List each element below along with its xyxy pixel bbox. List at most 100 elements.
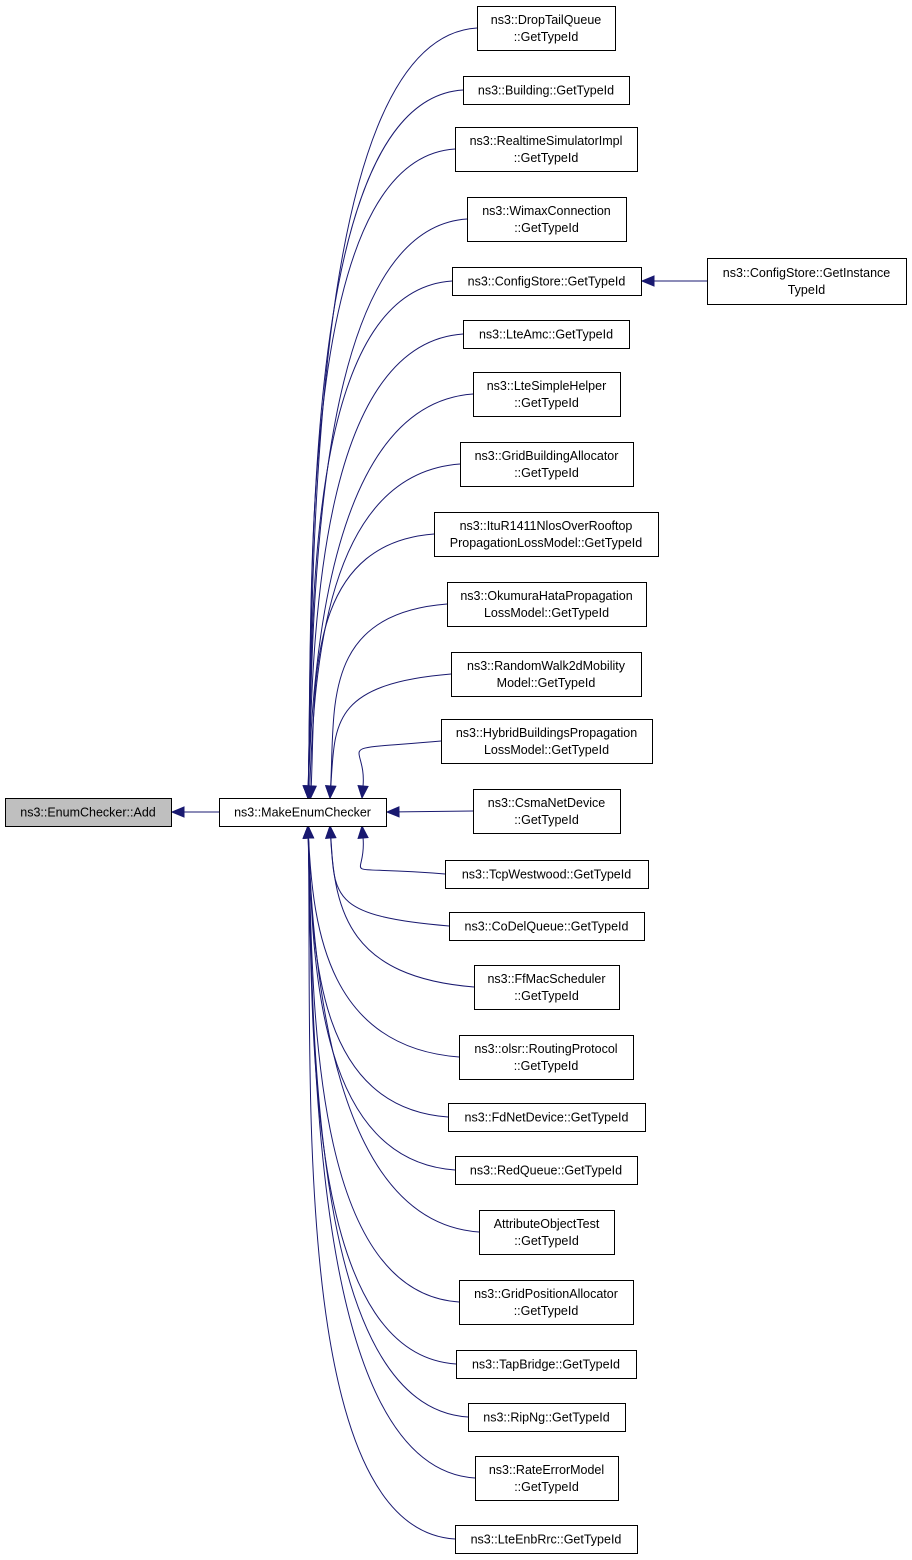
caller-node-ltesimplehelper[interactable]: ns3::LteSimpleHelper::GetTypeId (473, 372, 621, 417)
edge-ltesimplehelper (307, 393, 474, 787)
caller-node-attributeobjecttest-label-line-1: AttributeObjectTest (494, 1217, 600, 1231)
caller-node-tcpwestwood-label-line-1: ns3::TcpWestwood::GetTypeId (462, 868, 631, 882)
caller-node-droptailqueue[interactable]: ns3::DropTailQueue::GetTypeId (477, 6, 616, 51)
hub-node-makeenumchecker-box (219, 798, 387, 827)
caller-node-lteenbrrc-label-line-1: ns3::LteEnbRrc::GetTypeId (471, 1533, 622, 1547)
caller-node-codelqueue-box (449, 912, 645, 941)
caller-node-ffmacscheduler-box (474, 965, 620, 1010)
caller-node-ripng-label-line-1: ns3::RipNg::GetTypeId (483, 1411, 610, 1425)
caller-node-wimaxconnection[interactable]: ns3::WimaxConnection::GetTypeId (467, 197, 627, 242)
arrow-randomwalk2d (325, 785, 337, 800)
edge-building (307, 89, 464, 787)
caller-node-gridpositionallocator-label-line-1: ns3::GridPositionAllocator (474, 1287, 618, 1301)
root-node-enumchecker-add-label-line-1: ns3::EnumChecker::Add (20, 806, 156, 820)
arrow-csmanetdevice (385, 806, 400, 818)
caller-node-ffmacscheduler[interactable]: ns3::FfMacScheduler::GetTypeId (474, 965, 620, 1010)
caller-node-codelqueue-label-line-1: ns3::CoDelQueue::GetTypeId (465, 920, 629, 934)
caller-node-csmanetdevice[interactable]: ns3::CsmaNetDevice::GetTypeId (473, 789, 621, 834)
caller-node-randomwalk2d-label-line-2: Model::GetTypeId (497, 676, 596, 690)
caller-node-realtimesimulatorimpl[interactable]: ns3::RealtimeSimulatorImpl::GetTypeId (455, 127, 638, 172)
caller-node-rateerrormodel-box (475, 1456, 619, 1501)
caller-node-randomwalk2d-label-line-1: ns3::RandomWalk2dMobility (467, 659, 626, 673)
arrow-tcpwestwood (357, 824, 369, 839)
caller-node-okumurahata[interactable]: ns3::OkumuraHataPropagationLossModel::Ge… (447, 582, 647, 627)
caller-node-gridbuildingallocator-label-line-1: ns3::GridBuildingAllocator (475, 449, 619, 463)
caller-node-gridbuildingallocator[interactable]: ns3::GridBuildingAllocator::GetTypeId (460, 442, 634, 487)
caller-node-hybridbuildings-box (441, 719, 653, 764)
caller-node-ffmacscheduler-label-line-1: ns3::FfMacScheduler (487, 972, 605, 986)
caller-node-itur1411-box (434, 512, 659, 557)
edge-gridbuildingallocator (309, 463, 461, 787)
caller-node-building[interactable]: ns3::Building::GetTypeId (463, 76, 630, 105)
caller-node-redqueue[interactable]: ns3::RedQueue::GetTypeId (455, 1156, 638, 1185)
caller-node-randomwalk2d[interactable]: ns3::RandomWalk2dMobilityModel::GetTypeI… (451, 652, 642, 697)
edge-randomwalk2d (330, 673, 452, 787)
caller-node-tcpwestwood-box (445, 860, 649, 889)
caller-node-rateerrormodel-label-line-2: ::GetTypeId (514, 1480, 579, 1494)
edge-ffmacscheduler (330, 837, 475, 988)
edge-realtimesimulatorimpl (307, 148, 456, 787)
caller-node-fdnetdevice-box (448, 1103, 646, 1132)
edges-layer (170, 27, 707, 1540)
edge-lteamc (307, 333, 464, 787)
edge-lteenbrrc (307, 837, 456, 1540)
edge-rateerrormodel (307, 837, 476, 1479)
edge-itur1411 (310, 533, 435, 787)
caller-node-ripng[interactable]: ns3::RipNg::GetTypeId (468, 1403, 626, 1432)
caller-node-lteenbrrc-box (455, 1525, 638, 1554)
caller-node-olsrroutingprotocol-label-line-1: ns3::olsr::RoutingProtocol (474, 1042, 617, 1056)
caller-node-tapbridge-box (456, 1350, 637, 1379)
caller-node-csmanetdevice-label-line-1: ns3::CsmaNetDevice (488, 796, 605, 810)
caller-node-droptailqueue-label-line-1: ns3::DropTailQueue (491, 13, 602, 27)
caller-node-configstore-box (452, 267, 642, 296)
caller-node-rateerrormodel[interactable]: ns3::RateErrorModel::GetTypeId (475, 1456, 619, 1501)
caller-node-tcpwestwood[interactable]: ns3::TcpWestwood::GetTypeId (445, 860, 649, 889)
secondary-node-configstoregetinstancetypeid-box (707, 258, 907, 305)
root-node-enumchecker-add[interactable]: ns3::EnumChecker::Add (5, 798, 172, 827)
edge-hybridbuildings (358, 740, 442, 787)
caller-node-wimaxconnection-label-line-2: ::GetTypeId (514, 221, 579, 235)
edge-wimaxconnection (307, 218, 468, 787)
caller-node-building-box (463, 76, 630, 105)
secondary-node-configstoregetinstancetypeid-label-line-2: TypeId (788, 283, 826, 297)
edge-okumurahata (330, 603, 448, 787)
edge-csmanetdevice (398, 810, 474, 813)
caller-node-olsrroutingprotocol[interactable]: ns3::olsr::RoutingProtocol::GetTypeId (459, 1035, 634, 1080)
caller-node-configstore[interactable]: ns3::ConfigStore::GetTypeId (452, 267, 642, 296)
edge-codelqueue (330, 837, 450, 927)
caller-node-gridpositionallocator[interactable]: ns3::GridPositionAllocator::GetTypeId (459, 1280, 634, 1325)
caller-node-droptailqueue-box (477, 6, 616, 51)
edge-olsrroutingprotocol (308, 837, 460, 1058)
caller-node-codelqueue[interactable]: ns3::CoDelQueue::GetTypeId (449, 912, 645, 941)
caller-node-wimaxconnection-label-line-1: ns3::WimaxConnection (482, 204, 611, 218)
caller-node-redqueue-box (455, 1156, 638, 1185)
caller-node-csmanetdevice-box (473, 789, 621, 834)
caller-node-hybridbuildings-label-line-1: ns3::HybridBuildingsPropagation (456, 726, 637, 740)
secondary-node-configstoregetinstancetypeid-label-line-1: ns3::ConfigStore::GetInstance (723, 266, 891, 280)
caller-node-randomwalk2d-box (451, 652, 642, 697)
caller-node-okumurahata-label-line-2: LossModel::GetTypeId (484, 606, 609, 620)
caller-node-csmanetdevice-label-line-2: ::GetTypeId (514, 813, 579, 827)
caller-node-itur1411[interactable]: ns3::ItuR1411NlosOverRooftopPropagationL… (434, 512, 659, 557)
caller-node-lteamc[interactable]: ns3::LteAmc::GetTypeId (463, 320, 630, 349)
caller-node-ripng-box (468, 1403, 626, 1432)
caller-node-olsrroutingprotocol-label-line-2: ::GetTypeId (514, 1059, 579, 1073)
caller-node-droptailqueue-label-line-2: ::GetTypeId (514, 30, 579, 44)
hub-node-makeenumchecker-label-line-1: ns3::MakeEnumChecker (234, 806, 371, 820)
caller-node-gridbuildingallocator-box (460, 442, 634, 487)
arrow-lteenbrrc (302, 824, 315, 839)
caller-node-fdnetdevice[interactable]: ns3::FdNetDevice::GetTypeId (448, 1103, 646, 1132)
caller-node-lteenbrrc[interactable]: ns3::LteEnbRrc::GetTypeId (455, 1525, 638, 1554)
caller-node-gridpositionallocator-label-line-2: ::GetTypeId (514, 1304, 579, 1318)
caller-node-building-label-line-1: ns3::Building::GetTypeId (478, 84, 614, 98)
caller-node-rateerrormodel-label-line-1: ns3::RateErrorModel (489, 1463, 604, 1477)
caller-node-hybridbuildings[interactable]: ns3::HybridBuildingsPropagationLossModel… (441, 719, 653, 764)
caller-node-tapbridge[interactable]: ns3::TapBridge::GetTypeId (456, 1350, 637, 1379)
caller-node-attributeobjecttest[interactable]: AttributeObjectTest::GetTypeId (479, 1210, 615, 1255)
edge-gridpositionallocator (307, 837, 460, 1303)
caller-node-gridpositionallocator-box (459, 1280, 634, 1325)
caller-node-tapbridge-label-line-1: ns3::TapBridge::GetTypeId (472, 1358, 620, 1372)
hub-node-makeenumchecker[interactable]: ns3::MakeEnumChecker (219, 798, 387, 827)
